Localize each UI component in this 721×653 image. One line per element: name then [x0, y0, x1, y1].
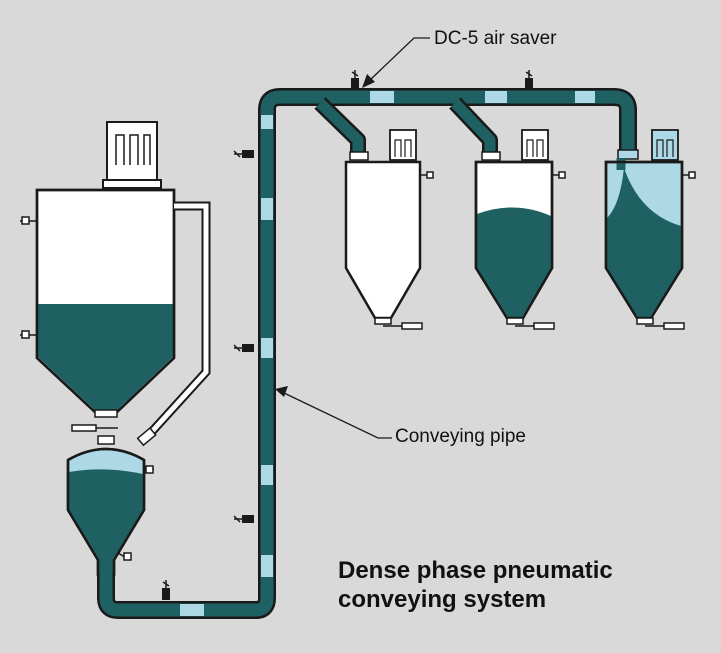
air-saver-valve-icon: [233, 344, 254, 352]
level-probe-icon: [558, 171, 566, 179]
receiver-3: [604, 129, 696, 330]
receiver-2: [474, 129, 566, 330]
title-line-1: Dense phase pneumatic: [338, 557, 613, 584]
air-saver-valve-icon: [351, 70, 359, 90]
arrowhead-icon: [275, 386, 288, 397]
air-gap: [370, 91, 394, 103]
air-saver-valve-icon: [233, 150, 254, 158]
leader-lines: [275, 37, 430, 439]
air-saver-valve-icon: [525, 70, 533, 90]
air-gap: [575, 91, 595, 103]
level-probe-icon: [21, 216, 30, 225]
air-gap: [261, 465, 273, 485]
transfer-vessel-material: [69, 469, 143, 574]
conveying-pipe: [97, 88, 637, 619]
air-gap: [261, 198, 273, 220]
level-probe-icon: [145, 465, 154, 474]
air-gap: [485, 91, 507, 103]
air-gap: [180, 604, 204, 616]
receiver-1-body: [344, 160, 422, 320]
title-line-2: conveying system: [338, 586, 547, 613]
level-probe-icon: [688, 171, 696, 179]
air-saver-valves: [162, 70, 533, 600]
silo-outlet-valve: [71, 424, 97, 432]
air-gap: [261, 338, 273, 358]
receiver-1: [344, 129, 434, 330]
level-probe-icon: [426, 171, 434, 179]
diagram-title: Dense phase pneumatic conveying system: [338, 556, 613, 614]
level-probe-icon: [21, 330, 30, 339]
air-saver-leader: [369, 37, 430, 81]
arrowhead-icon: [362, 74, 375, 88]
air-gap: [261, 115, 273, 129]
transfer-vessel: [66, 435, 154, 577]
air-saver-valve-icon: [233, 515, 254, 523]
conveying-pipe-leader: [283, 392, 392, 439]
conveying-pipe-label: Conveying pipe: [395, 426, 526, 447]
receiver-3-material: [607, 168, 681, 317]
air-saver-label: DC-5 air saver: [434, 28, 557, 49]
air-saver-valve-icon: [162, 580, 170, 600]
silo-material: [38, 304, 173, 411]
vent-valve: [136, 426, 157, 447]
air-gap: [261, 555, 273, 577]
storage-silo: [20, 121, 176, 432]
level-probe-icon: [123, 552, 132, 561]
receiver-2-material: [477, 207, 551, 317]
